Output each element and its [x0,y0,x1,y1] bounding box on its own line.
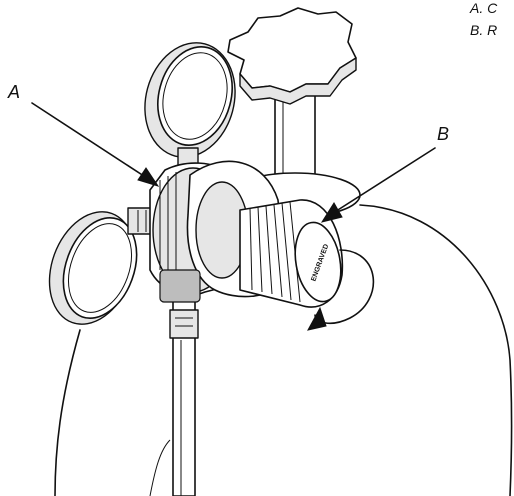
adjustment-knob: ENGRAVED [239,199,344,308]
gas-tank [54,204,513,496]
callout-b: B [320,124,449,223]
callout-a-label: A [7,82,20,102]
callout-b-label: B [437,124,449,144]
regulator-body [149,160,286,303]
outlet-hose [169,299,199,496]
left-pressure-gauge [48,207,159,325]
legend-item-a: A. C [469,0,498,16]
callout-a: A [7,82,160,187]
tank-valve [227,7,361,218]
legend-item-b: B. R [470,22,497,38]
rotation-arrow [307,249,375,331]
